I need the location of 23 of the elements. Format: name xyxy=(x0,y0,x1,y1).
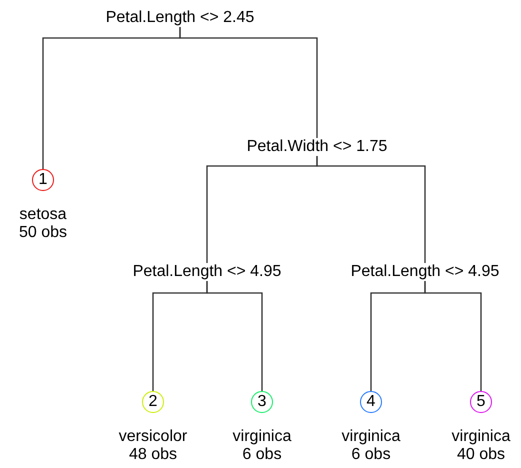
node-number-circle: 2 xyxy=(142,391,164,413)
split-label: Petal.Width <> 1.75 xyxy=(246,138,388,156)
node-number-circle: 1 xyxy=(32,169,54,191)
tree-branch xyxy=(316,156,426,263)
node-number-circle: 3 xyxy=(251,391,273,413)
leaf-label: 50 obs xyxy=(18,224,68,242)
node-number-circle: 5 xyxy=(470,391,492,413)
tree-branch xyxy=(424,281,482,391)
split-label: Petal.Length <> 2.45 xyxy=(106,9,254,27)
split-label: Petal.Length <> 4.95 xyxy=(350,263,500,281)
split-label: Petal.Length <> 4.95 xyxy=(132,263,282,281)
tree-branch xyxy=(179,27,318,138)
leaf-label: versicolor xyxy=(118,428,188,446)
leaf-label: 6 obs xyxy=(242,446,282,464)
leaf-label: setosa xyxy=(19,206,67,224)
leaf-label: 6 obs xyxy=(351,446,391,464)
leaf-label: virginica xyxy=(452,428,510,446)
leaf-label: 40 obs xyxy=(456,446,506,464)
tree-branch xyxy=(206,281,263,391)
leaf-label: virginica xyxy=(232,428,292,446)
leaf-label: 48 obs xyxy=(128,446,178,464)
node-number-circle: 4 xyxy=(360,391,382,413)
leaf-label: virginica xyxy=(342,428,400,446)
